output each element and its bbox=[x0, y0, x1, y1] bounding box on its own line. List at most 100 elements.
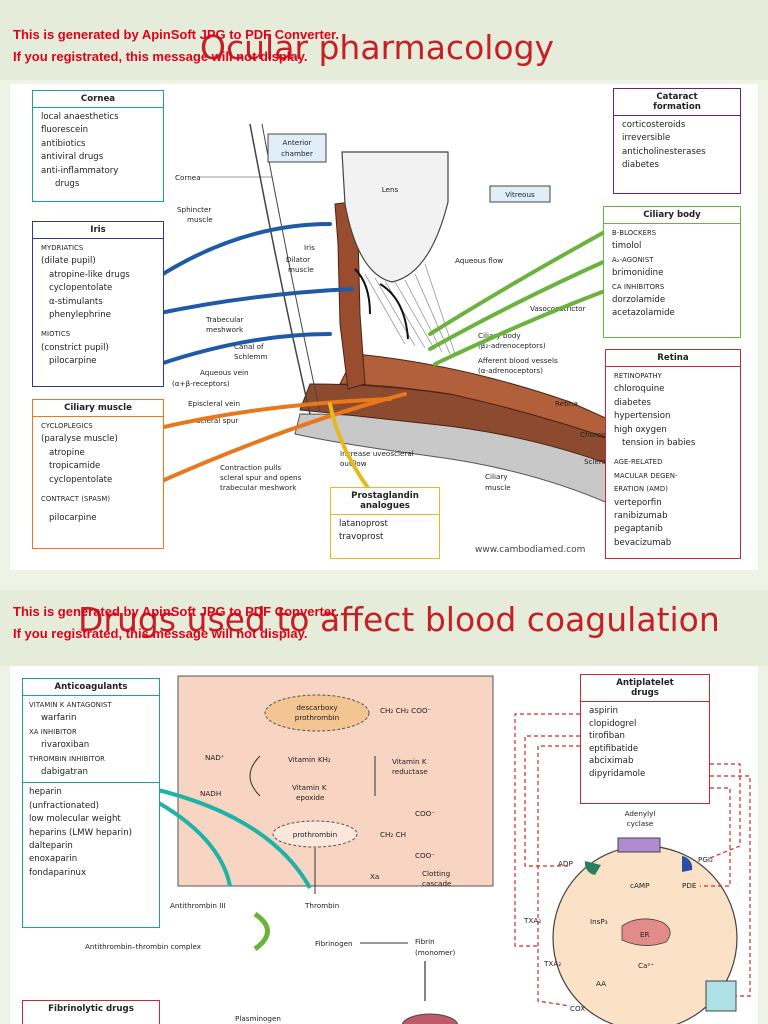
list-item: pegaptanib bbox=[614, 524, 663, 535]
label-sclera: Sclera bbox=[584, 457, 606, 466]
pgi2-receptor-shape bbox=[682, 856, 693, 872]
label-vitreous: Vitreous bbox=[505, 190, 535, 199]
watermark-line-2: If you registrated, this message will no… bbox=[13, 49, 308, 64]
list-item: pilocarpine bbox=[49, 356, 97, 367]
drug-class-label: RETINOPATHY bbox=[614, 372, 662, 380]
heparin-list: heparin (unfractionated) low molecular w… bbox=[23, 782, 159, 883]
label-clotting-2: cascade bbox=[422, 879, 452, 888]
list-item: eptifibatide bbox=[589, 743, 639, 754]
label-chain-2: CH₂ CH bbox=[380, 830, 406, 839]
label-afferent-1: Afferent blood vessels bbox=[478, 356, 558, 365]
label-descarboxy-2: prothrombin bbox=[295, 713, 339, 722]
list-item: irreversible bbox=[622, 133, 671, 144]
watermark-line-2: If you registrated, this message will no… bbox=[13, 626, 308, 641]
list-item: dorzolamide bbox=[612, 295, 666, 306]
label-antithrombin: Antithrombin III bbox=[170, 901, 226, 910]
list-item: anti-inflammatory bbox=[41, 165, 119, 176]
label-clotting-1: Clotting bbox=[422, 869, 450, 878]
label-reductase-2: reductase bbox=[392, 767, 428, 776]
cataract-drug-list: corticosteroids irreversible anticholine… bbox=[614, 116, 740, 176]
aqueous-flow-arrow bbox=[354, 268, 371, 315]
adenylyl-cyclase-shape bbox=[617, 837, 661, 853]
antiplatelet-title-2: drugs bbox=[631, 688, 659, 698]
iris-box-title: Iris bbox=[33, 222, 163, 239]
label-retina: Retina bbox=[555, 399, 578, 408]
label-adp: ADP bbox=[558, 859, 573, 868]
iris-box: Iris MYDRIATICS (dilate pupil) atropine-… bbox=[32, 221, 164, 387]
eye-diagram: Anterior chamber Vitreous Lens Cornea Sp… bbox=[153, 123, 631, 506]
list-item: aspirin bbox=[589, 706, 618, 716]
drug-class-label: CONTRACT (spasm) bbox=[41, 495, 111, 504]
list-item: clopidogrel bbox=[589, 718, 637, 729]
list-item: cyclopentolate bbox=[49, 283, 113, 294]
antithrombin-arrow bbox=[253, 911, 270, 952]
label-choroid: Choroid bbox=[580, 430, 608, 439]
retina-box: Retina RETINOPATHY chloroquine diabetes … bbox=[605, 349, 741, 559]
label-xa: Xa bbox=[370, 872, 379, 881]
title-band bbox=[0, 590, 768, 666]
list-item: low molecular weight bbox=[29, 814, 121, 825]
list-item: α-stimulants bbox=[49, 296, 103, 307]
cataract-box: Cataract formation corticosteroids irrev… bbox=[613, 88, 741, 194]
list-item: abciximab bbox=[589, 756, 634, 767]
label-thrombin: Thrombin bbox=[304, 901, 339, 910]
cornea-box: Cornea local anaesthetics fluorescein an… bbox=[32, 90, 164, 202]
list-item: dalteparin bbox=[29, 841, 73, 852]
antiplatelet-arrows bbox=[514, 713, 751, 1007]
list-item: heparins (LMW heparin) bbox=[29, 827, 132, 838]
label-uveoscleral-1: Increase uveoscleral bbox=[340, 449, 414, 458]
label-vitkh2: Vitamin KH₂ bbox=[288, 755, 331, 764]
cornea-curve-inner bbox=[261, 123, 321, 413]
label-pde: PDE bbox=[682, 881, 697, 890]
label-dilator-1: Dilator bbox=[286, 255, 310, 264]
retina-box-title: Retina bbox=[606, 350, 740, 367]
list-item: tropicamide bbox=[49, 461, 101, 472]
list-item: acetazolamide bbox=[612, 308, 675, 319]
list-item: bevacizumab bbox=[614, 537, 672, 548]
drug-class-label: CYCLOPLEGICS bbox=[41, 422, 93, 430]
watermark-line-1: This is generated by ApinSoft JPG to PDF… bbox=[13, 604, 340, 619]
list-item: tirofiban bbox=[589, 731, 625, 742]
label-contraction-2: scleral spur and opens bbox=[220, 473, 302, 482]
anticoagulants-drug-list: VITAMIN K ANTAGONIST warfarin Xa INHIBIT… bbox=[23, 696, 159, 782]
fibrinolytic-box-title: Fibrinolytic drugs bbox=[48, 1004, 134, 1014]
antiplatelet-title-1: Antiplatelet bbox=[616, 678, 674, 688]
page-ocular-pharmacology: Ocular pharmacology This is generated by… bbox=[0, 0, 768, 570]
label-ciliary-muscle-1: Ciliary bbox=[485, 472, 508, 481]
fibrinolytic-box: Fibrinolytic drugs bbox=[22, 1000, 160, 1024]
cornea-box-title: Cornea bbox=[33, 91, 163, 108]
label-ciliary-body-2: (β₂-adrenoceptors) bbox=[478, 341, 546, 350]
label-coo-1: COO⁻ bbox=[415, 809, 435, 818]
label-fibrin-2: (monomer) bbox=[415, 948, 456, 957]
cataract-title-2: formation bbox=[653, 102, 701, 112]
drug-class-label: MYDRIATICS bbox=[41, 244, 84, 252]
list-item: (unfractionated) bbox=[29, 800, 99, 811]
label-nad: NAD⁺ bbox=[205, 753, 225, 762]
ciliary-body-box-title: Ciliary body bbox=[604, 207, 740, 224]
label-reductase-1: Vitamin K bbox=[392, 757, 427, 766]
credit-text: www.cambodiamed.com bbox=[475, 545, 586, 555]
label-aqueous-vein-1: Aqueous vein bbox=[200, 368, 249, 377]
ciliary-muscle-box: Ciliary muscle CYCLOPLEGICS (paralyse mu… bbox=[32, 399, 164, 549]
adp-receptor-shape bbox=[584, 861, 601, 875]
label-aa: AA bbox=[596, 979, 606, 988]
drug-class-label: AGE-RELATED bbox=[614, 458, 663, 467]
drug-class-label: α₂-AGONIST bbox=[612, 255, 654, 264]
list-item: pilocarpine bbox=[49, 513, 97, 524]
label-afferent-2: (α-adrenoceptors) bbox=[478, 366, 543, 375]
label-dilator-2: muscle bbox=[288, 265, 314, 274]
list-item: hypertension bbox=[614, 411, 671, 422]
drug-class-label: ERATION (AMD) bbox=[614, 485, 668, 494]
ciliary-muscle-box-title: Ciliary muscle bbox=[33, 400, 163, 417]
ciliary-muscle-drug-list: CYCLOPLEGICS (paralyse muscle) atropine … bbox=[33, 417, 163, 529]
watermark-line-1: This is generated by ApinSoft JPG to PDF… bbox=[13, 27, 340, 42]
label-ciliary-muscle-2: muscle bbox=[485, 483, 511, 492]
list-item: dabigatran bbox=[41, 767, 88, 778]
label-epoxide-2: epoxide bbox=[296, 793, 325, 802]
drug-class-note: (paralyse muscle) bbox=[41, 434, 118, 445]
label-sphincter-2: muscle bbox=[187, 215, 213, 224]
list-item: rivaroxiban bbox=[41, 740, 90, 751]
list-item: timolol bbox=[612, 241, 642, 252]
label-fibrinogen: Fibrinogen bbox=[315, 939, 353, 948]
anterior-chamber-box bbox=[267, 133, 327, 163]
